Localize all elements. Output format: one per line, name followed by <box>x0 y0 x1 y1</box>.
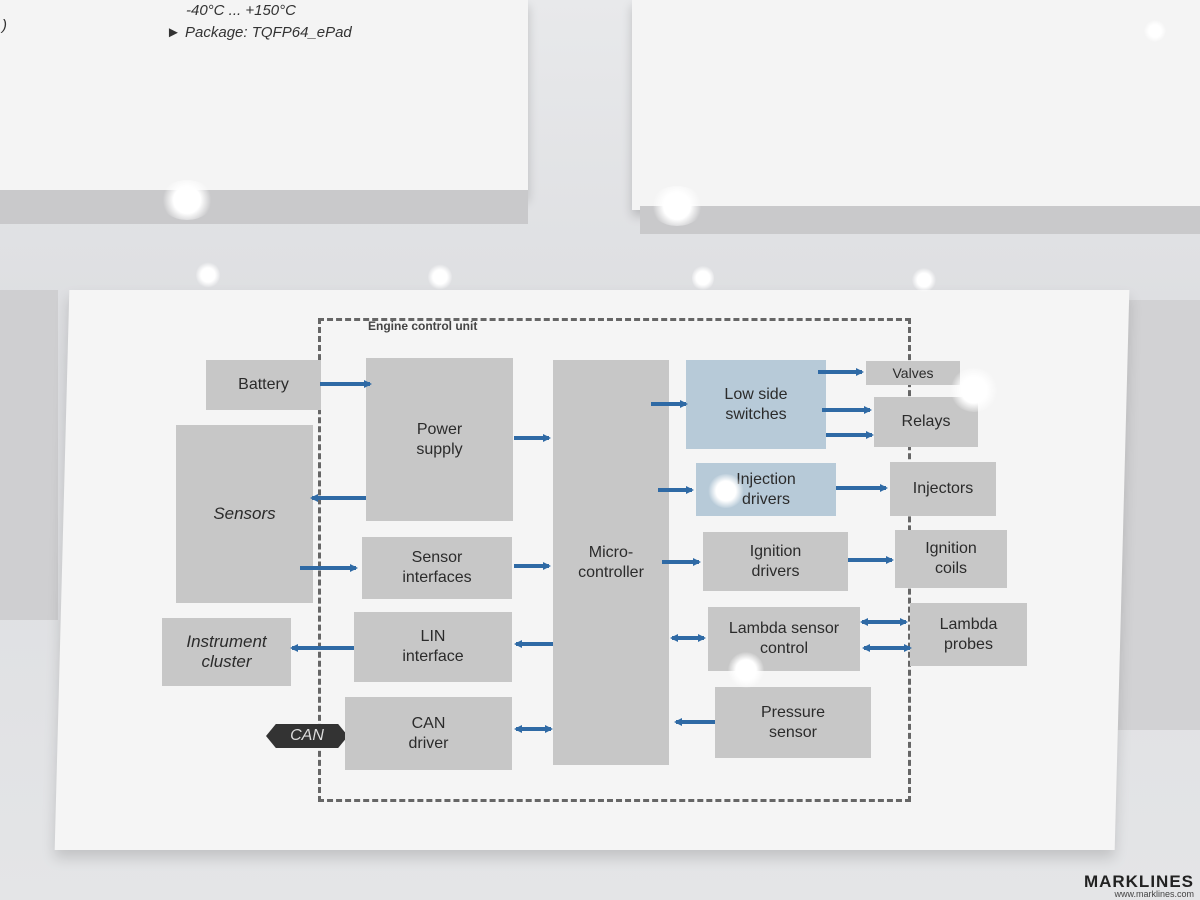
light-reflection <box>428 264 452 290</box>
lambda-probes-block: Lambda probes <box>910 603 1027 666</box>
battery-block: Battery <box>206 360 321 410</box>
lin-interface-block: LIN interface <box>354 612 512 682</box>
injectors-block: Injectors <box>890 462 996 516</box>
ignition-coils-block: Ignition coils <box>895 530 1007 588</box>
pressure-sensor-block: Pressure sensor <box>715 687 871 758</box>
ecu-label: Engine control unit <box>368 319 478 333</box>
valves-block: Valves <box>866 361 960 385</box>
light-reflection <box>912 268 936 292</box>
marklines-url: www.marklines.com <box>1114 889 1194 899</box>
marklines-logo: MARKLINES <box>1083 872 1194 891</box>
low-side-switches-block: Low side switches <box>686 360 826 449</box>
top-right-board <box>632 0 1200 210</box>
injection-drivers-block: Injection drivers <box>696 463 836 516</box>
power-supply-block: Power supply <box>366 358 513 521</box>
ignition-drivers-block: Ignition drivers <box>703 532 848 591</box>
light-reflection <box>650 186 704 226</box>
light-reflection <box>196 262 220 288</box>
left-side-board <box>0 290 58 620</box>
top-left-board-edge <box>0 190 528 224</box>
light-reflection <box>160 180 214 220</box>
can-tag: CAN <box>266 724 348 748</box>
spec-package: ► Package: TQFP64_ePad <box>166 24 352 41</box>
light-reflection <box>950 368 998 412</box>
spec-partial: ) <box>2 17 7 34</box>
can-driver-block: CAN driver <box>345 697 512 770</box>
light-reflection <box>728 652 764 688</box>
light-reflection <box>1144 20 1166 42</box>
light-reflection <box>708 474 744 508</box>
light-reflection <box>692 265 714 291</box>
spec-temperature: -40°C ... +150°C <box>186 2 296 19</box>
instrument-cluster-block: Instrument cluster <box>162 618 291 686</box>
sensor-interfaces-block: Sensor interfaces <box>362 537 512 599</box>
top-left-board <box>0 0 528 196</box>
sensors-block: Sensors <box>176 425 313 603</box>
top-right-board-edge <box>640 206 1200 234</box>
microcontroller-block: Micro- controller <box>553 360 669 765</box>
